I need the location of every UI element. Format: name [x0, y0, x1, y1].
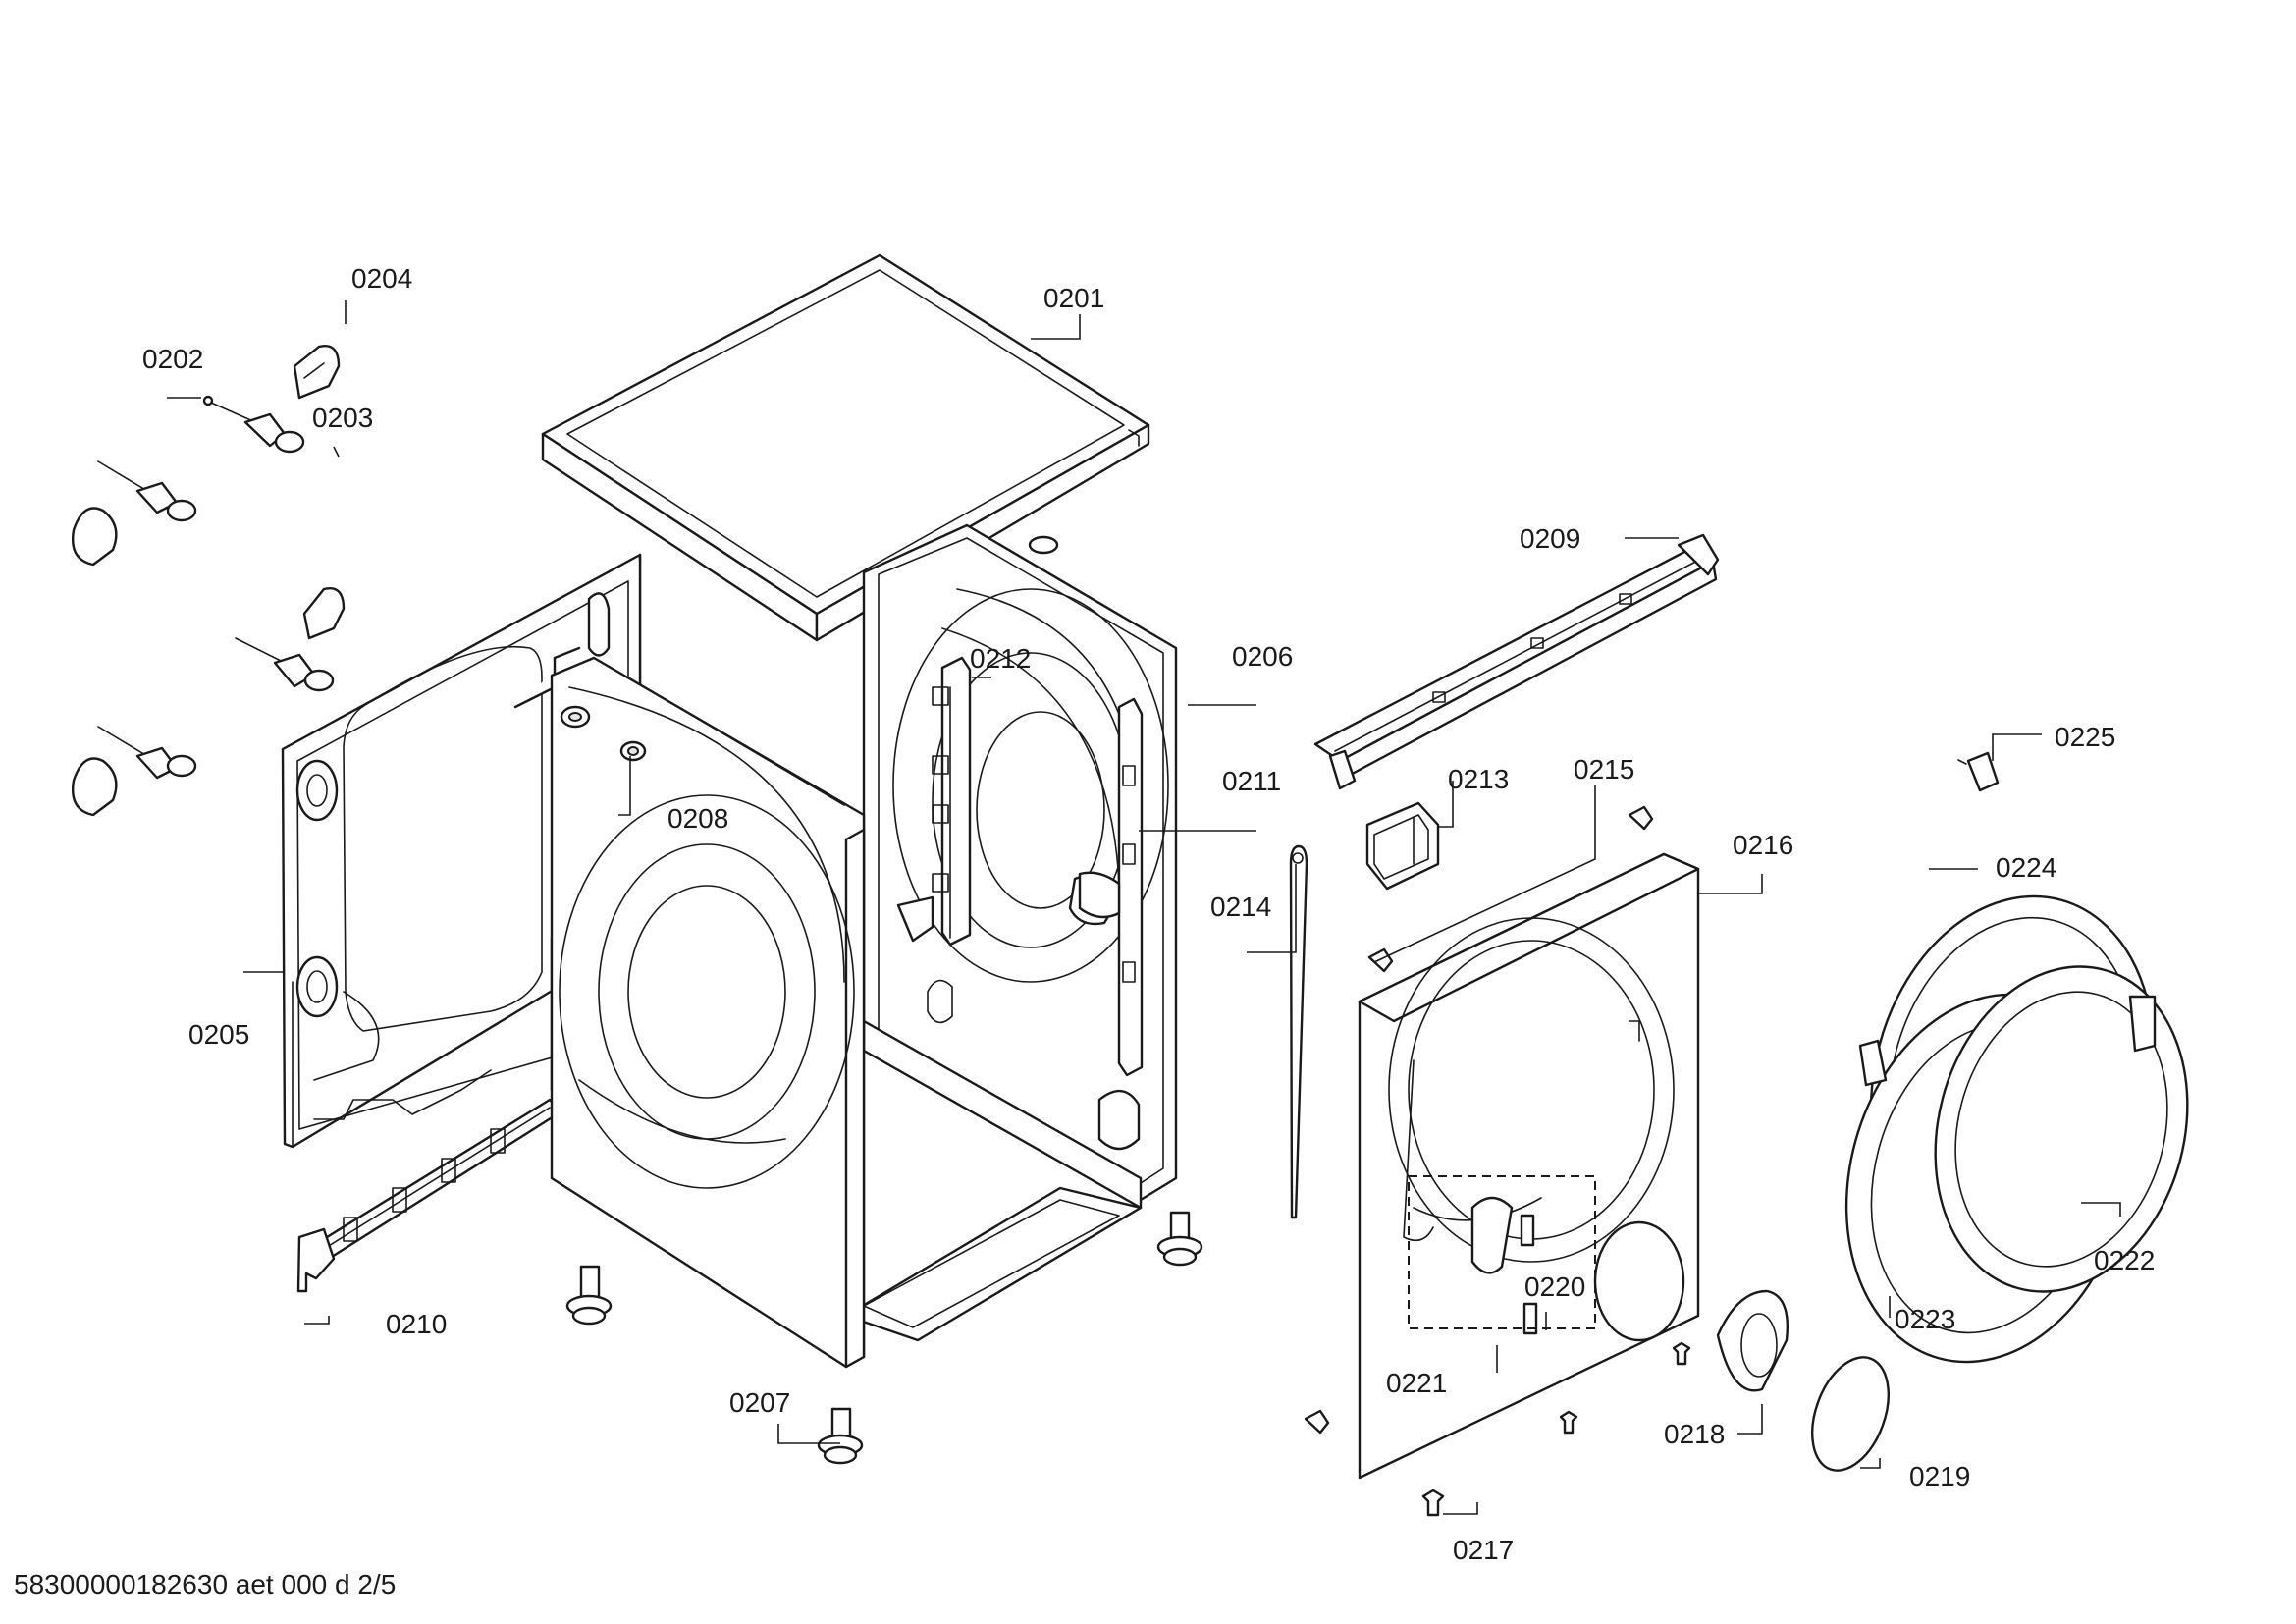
callout-0215: 0215 [1574, 754, 1634, 785]
part-side-strut [1078, 697, 1144, 1077]
foot-2 [1156, 1211, 1203, 1267]
callout-0202: 0202 [142, 344, 203, 374]
part-front-panel [1358, 852, 1700, 1480]
part-screws [1421, 1341, 1691, 1517]
callout-0214: 0214 [1210, 892, 1271, 922]
hinge-bracket-2 [72, 460, 197, 567]
callout-0221: 0221 [1386, 1368, 1447, 1398]
part-bottom-rail [296, 1098, 563, 1293]
callout-0220: 0220 [1524, 1272, 1585, 1302]
callout-0207: 0207 [729, 1387, 790, 1418]
part-door-catch [1957, 751, 2000, 792]
callout-0201: 0201 [1043, 283, 1104, 313]
screw-bolt-1 [202, 395, 305, 454]
part-control-module [1365, 801, 1440, 891]
part-rod [1289, 844, 1308, 1219]
part-door-hinge [1716, 1289, 1789, 1392]
hinge-bracket-4 [72, 726, 197, 817]
callout-0217: 0217 [1453, 1535, 1514, 1565]
hinge-bracket-3 [235, 587, 346, 692]
callout-0203: 0203 [312, 403, 373, 433]
part-top-rail [1313, 533, 1720, 790]
callout-0224: 0224 [1996, 852, 2056, 883]
part-clips [1304, 805, 1654, 1435]
callout-0204: 0204 [351, 263, 412, 294]
hinge-bracket-1 [293, 345, 341, 400]
callout-0206: 0206 [1232, 641, 1293, 672]
callout-labels: 0201 0202 0203 0204 0205 0206 0207 0208 … [142, 263, 2155, 1565]
part-cabinet-front [550, 656, 866, 1369]
callout-0209: 0209 [1520, 523, 1580, 554]
part-door-rings [1844, 894, 2189, 1364]
foot-1 [565, 1265, 613, 1326]
callout-0218: 0218 [1664, 1419, 1725, 1449]
callout-0212: 0212 [970, 643, 1031, 674]
callout-0208: 0208 [667, 803, 728, 834]
foot-3 [817, 1407, 864, 1465]
callout-leaders [167, 300, 2121, 1515]
part-hinge-set [72, 345, 346, 817]
callout-0225: 0225 [2055, 722, 2115, 752]
callout-0216: 0216 [1733, 830, 1793, 860]
part-cover-cap [1811, 1356, 1890, 1472]
document-id: 58300000182630 aet 000 d 2/5 [14, 1569, 397, 1599]
callout-0211: 0211 [1222, 766, 1281, 796]
callout-0210: 0210 [386, 1309, 447, 1339]
callout-0222: 0222 [2094, 1245, 2155, 1275]
callout-0219: 0219 [1909, 1461, 1970, 1491]
callout-0205: 0205 [188, 1019, 249, 1050]
part-adjustable-feet [565, 1211, 1203, 1465]
callout-0223: 0223 [1895, 1304, 1955, 1334]
part-rear-strut [896, 656, 972, 947]
callout-0213: 0213 [1448, 764, 1509, 794]
